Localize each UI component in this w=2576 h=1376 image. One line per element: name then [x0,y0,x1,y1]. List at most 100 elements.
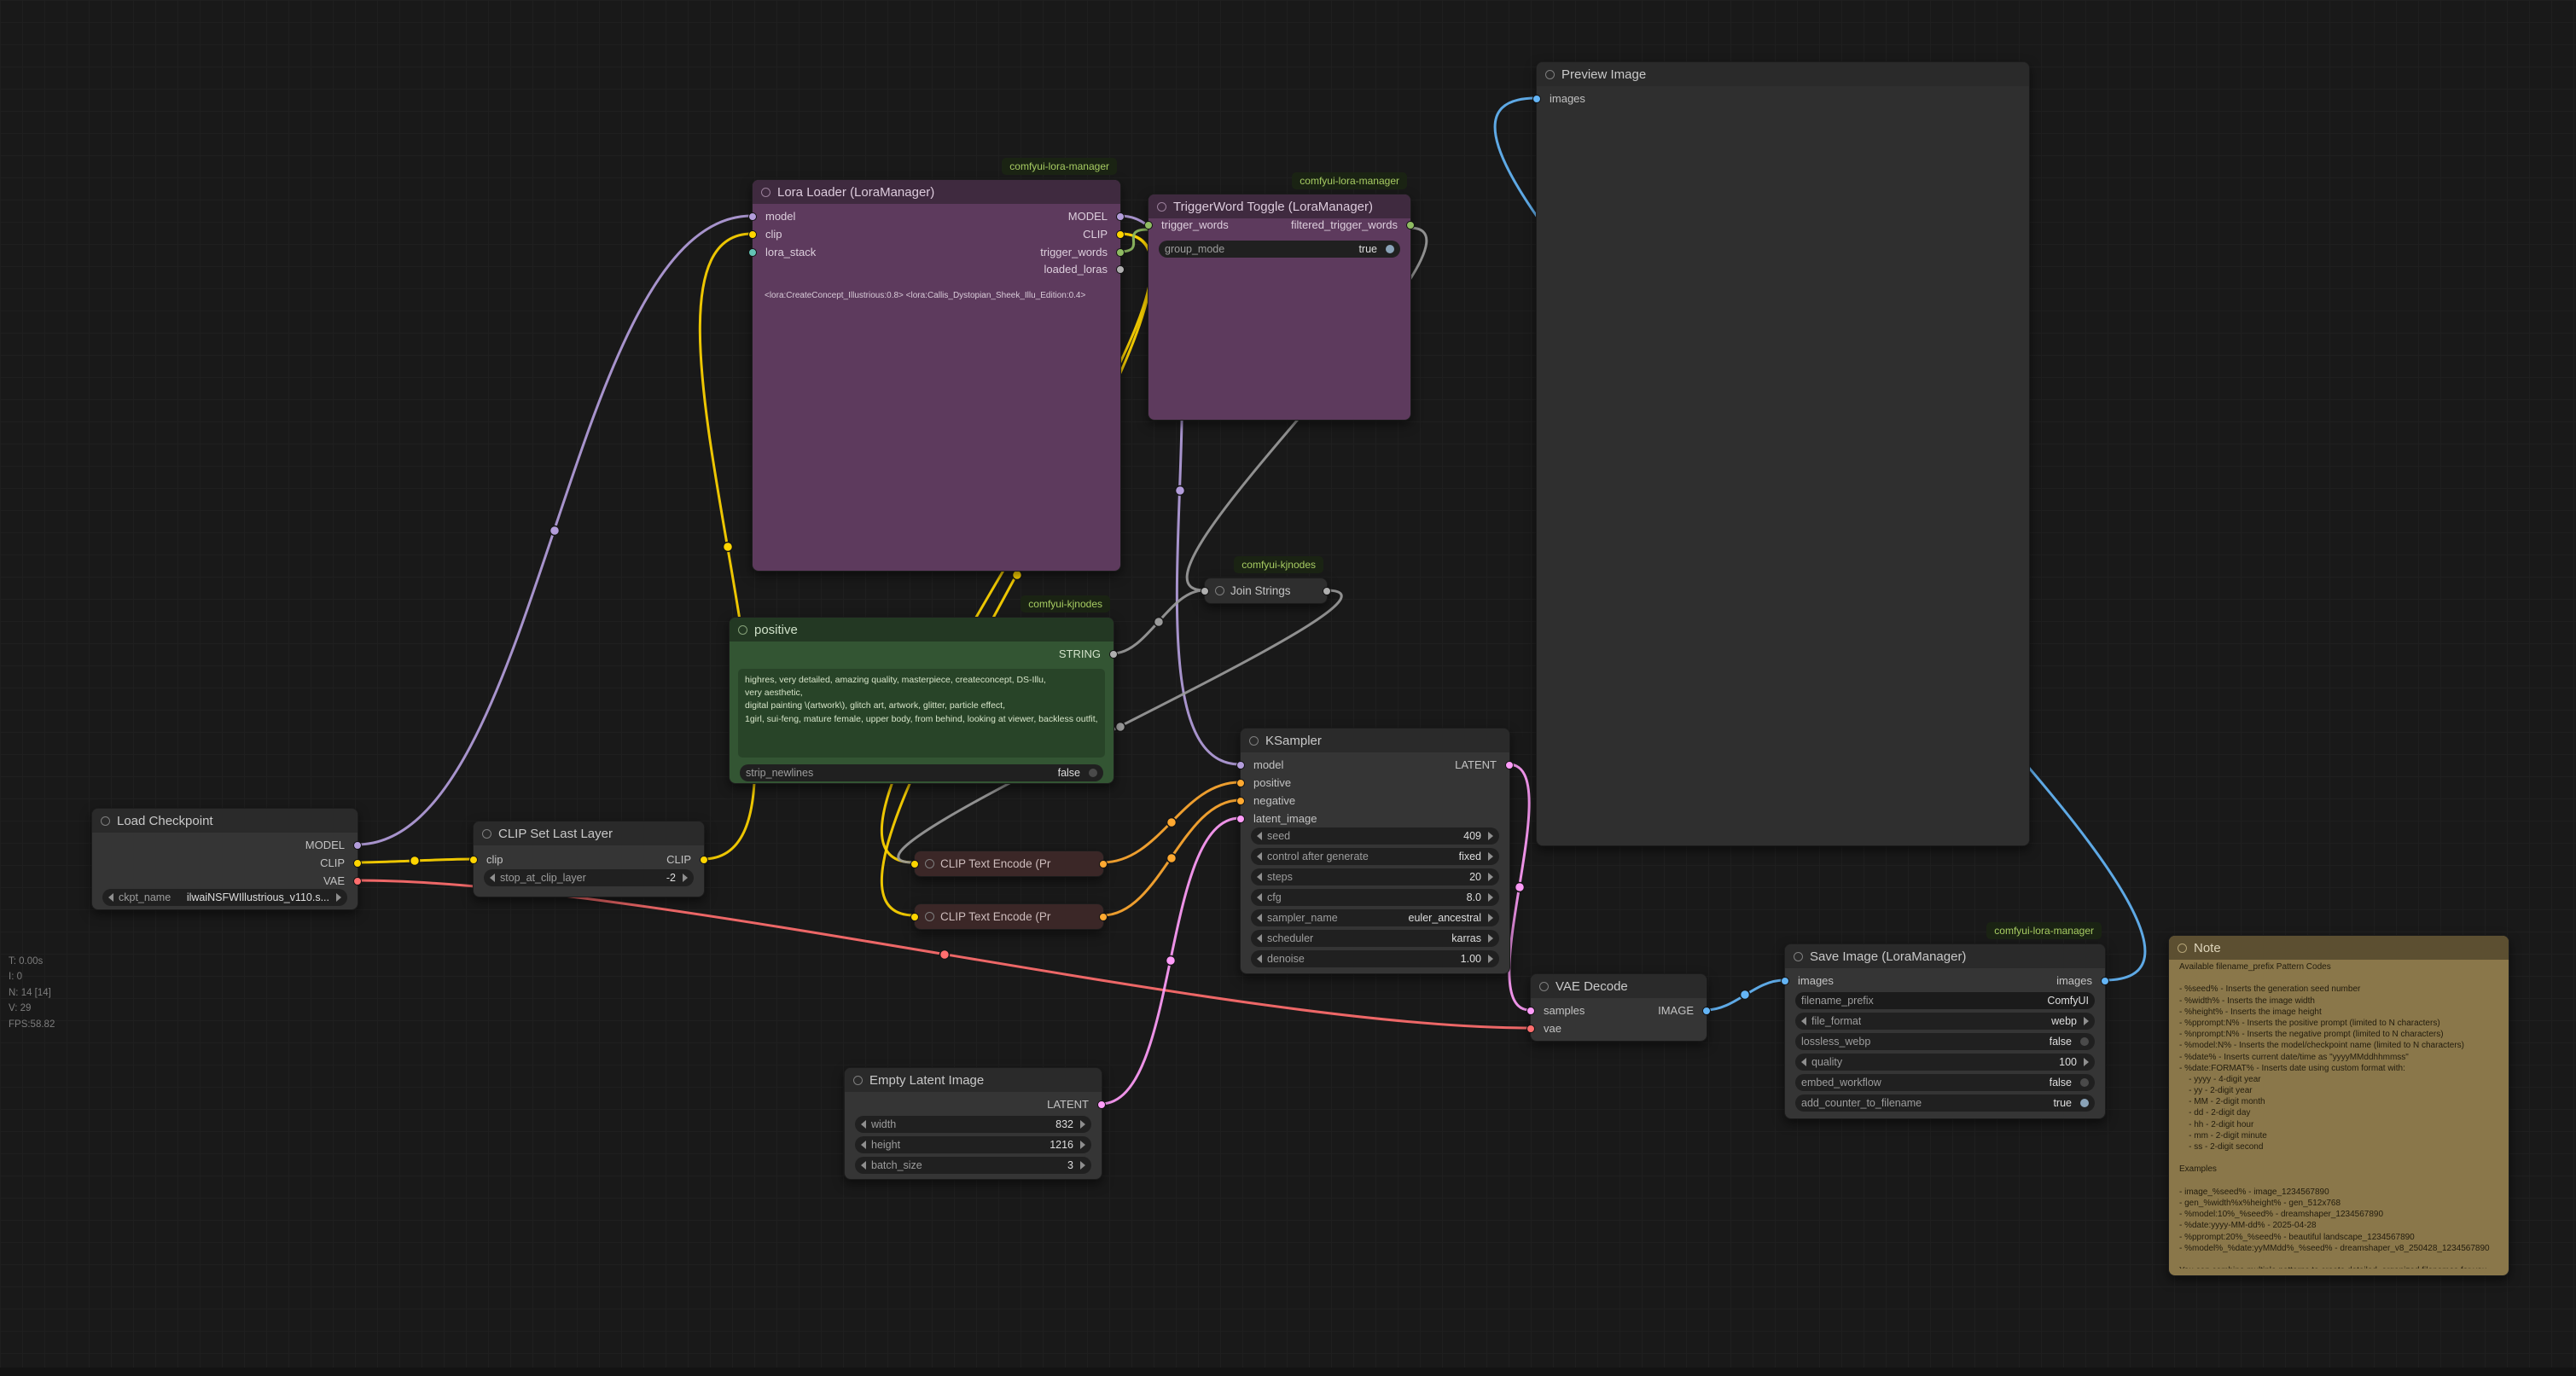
node-title-bar[interactable]: CLIP Text Encode (Pr [915,904,1103,929]
node-lora-loader[interactable]: comfyui-lora-manager Lora Loader (LoraMa… [748,158,1125,572]
node-clip-set-last-layer[interactable]: CLIP Set Last Layer clip CLIP stop_at_cl… [469,821,708,897]
input-dot-clip[interactable] [748,230,757,239]
node-title-bar[interactable]: KSampler [1241,729,1509,752]
decrement-icon[interactable] [1257,893,1262,902]
node-title-bar[interactable]: Load Checkpoint [92,809,358,833]
toggle-on-icon[interactable] [1386,245,1394,253]
combo-prev-icon[interactable] [1257,914,1262,922]
increment-icon[interactable] [683,874,688,882]
increment-icon[interactable] [1488,873,1493,881]
node-clip-text-encode-negative[interactable]: CLIP Text Encode (Pr [910,903,1108,930]
quality-widget[interactable]: quality 100 [1795,1054,2095,1071]
decrement-icon[interactable] [861,1141,866,1149]
input-dot-clip[interactable] [910,860,919,868]
increment-icon[interactable] [1488,893,1493,902]
lossless-webp-toggle-widget[interactable]: lossless_webp false [1795,1033,2095,1050]
output-dot-loaded-loras[interactable] [1116,265,1125,274]
output-dot-conditioning[interactable] [1099,913,1108,921]
collapse-toggle-icon[interactable] [925,859,934,868]
node-empty-latent-image[interactable]: Empty Latent Image LATENT width 832 heig… [844,1067,1106,1180]
combo-prev-icon[interactable] [1257,934,1262,943]
output-dot-string[interactable] [1323,587,1331,595]
input-dot-model[interactable] [748,212,757,221]
collapse-toggle-icon[interactable] [101,816,110,826]
increment-icon[interactable] [2084,1058,2089,1066]
input-dot-images[interactable] [1781,977,1789,985]
node-save-image[interactable]: comfyui-lora-manager Save Image (LoraMan… [1781,922,2109,1119]
toggle-on-icon[interactable] [2080,1099,2089,1107]
sampler-name-widget[interactable]: sampler_name euler_ancestral [1251,909,1499,926]
node-title-bar[interactable]: TriggerWord Toggle (LoraManager) [1148,194,1410,218]
toggle-off-icon[interactable] [2080,1037,2089,1046]
node-vae-decode[interactable]: VAE Decode samples vae IMAGE [1526,973,1711,1042]
seed-widget[interactable]: seed 409 [1251,827,1499,845]
denoise-widget[interactable]: denoise 1.00 [1251,950,1499,967]
combo-next-icon[interactable] [1488,934,1493,943]
decrement-icon[interactable] [1257,873,1262,881]
node-title-bar[interactable]: Preview Image [1537,62,2029,86]
output-dot-clip[interactable] [700,856,708,864]
node-title-bar[interactable]: positive [730,618,1114,642]
increment-icon[interactable] [1080,1161,1085,1170]
collapse-toggle-icon[interactable] [2178,943,2187,953]
node-preview-image[interactable]: Preview Image images [1532,61,2030,846]
decrement-icon[interactable] [861,1161,866,1170]
decrement-icon[interactable] [1257,955,1262,963]
output-dot-images[interactable] [2101,977,2109,985]
add-counter-toggle-widget[interactable]: add_counter_to_filename true [1795,1094,2095,1112]
increment-icon[interactable] [1080,1120,1085,1129]
output-dot-vae[interactable] [353,877,362,885]
output-dot-latent[interactable] [1505,761,1514,769]
increment-icon[interactable] [1080,1141,1085,1149]
output-dot-model[interactable] [353,841,362,850]
combo-next-icon[interactable] [336,893,341,902]
output-dot-trigger-words[interactable] [1116,248,1125,257]
combo-next-icon[interactable] [1488,852,1493,861]
node-title-bar[interactable]: Note [2169,936,2509,960]
increment-icon[interactable] [1488,832,1493,840]
output-dot-model[interactable] [1116,212,1125,221]
output-dot-clip[interactable] [1116,230,1125,239]
input-dot-lora-stack[interactable] [748,248,757,257]
collapse-toggle-icon[interactable] [1157,201,1166,212]
group-mode-toggle-widget[interactable]: group_mode true [1159,241,1400,258]
input-dot-strings[interactable] [1201,587,1209,595]
node-title-bar[interactable]: CLIP Text Encode (Pr [915,851,1103,876]
node-join-strings[interactable]: comfyui-kjnodes Join Strings [1201,556,1331,604]
steps-widget[interactable]: steps 20 [1251,868,1499,885]
ckpt-name-widget[interactable]: ckpt_name ilwaiNSFWIllustrious_v110.s... [102,889,347,906]
collapse-toggle-icon[interactable] [761,187,770,197]
embed-workflow-toggle-widget[interactable]: embed_workflow false [1795,1074,2095,1091]
collapse-toggle-icon[interactable] [1794,951,1803,961]
node-clip-text-encode-positive[interactable]: CLIP Text Encode (Pr [910,851,1108,877]
height-widget[interactable]: height 1216 [855,1136,1091,1153]
output-dot-latent[interactable] [1097,1100,1106,1109]
scheduler-widget[interactable]: scheduler karras [1251,930,1499,947]
note-body-text[interactable]: Available filename_prefix Pattern Codes … [2179,962,2490,1269]
node-note[interactable]: Note Available filename_prefix Pattern C… [2168,935,2509,1276]
collapse-toggle-icon[interactable] [1249,735,1259,746]
node-title-bar[interactable]: Save Image (LoraManager) [1785,944,2105,968]
input-dot-clip[interactable] [469,856,478,864]
decrement-icon[interactable] [861,1120,866,1129]
input-dot-samples[interactable] [1526,1007,1535,1015]
collapse-toggle-icon[interactable] [738,624,747,635]
node-ksampler[interactable]: KSampler model positive negative latent_… [1236,728,1514,974]
collapse-toggle-icon[interactable] [925,912,934,921]
cfg-widget[interactable]: cfg 8.0 [1251,889,1499,906]
input-dot-latent-image[interactable] [1236,815,1245,823]
strip-newlines-toggle-widget[interactable]: strip_newlines false [740,764,1103,781]
node-triggerword-toggle[interactable]: comfyui-lora-manager TriggerWord Toggle … [1144,172,1415,421]
decrement-icon[interactable] [1801,1058,1806,1066]
combo-next-icon[interactable] [1488,914,1493,922]
filename-prefix-widget[interactable]: filename_prefix ComfyUI [1795,992,2095,1009]
collapse-toggle-icon[interactable] [853,1075,863,1085]
combo-prev-icon[interactable] [1801,1017,1806,1025]
width-widget[interactable]: width 832 [855,1116,1091,1133]
collapse-toggle-icon[interactable] [482,828,491,839]
combo-next-icon[interactable] [2084,1017,2089,1025]
node-title-bar[interactable]: Join Strings [1205,578,1327,603]
input-dot-negative[interactable] [1236,797,1245,805]
input-dot-trigger-words[interactable] [1144,221,1153,229]
